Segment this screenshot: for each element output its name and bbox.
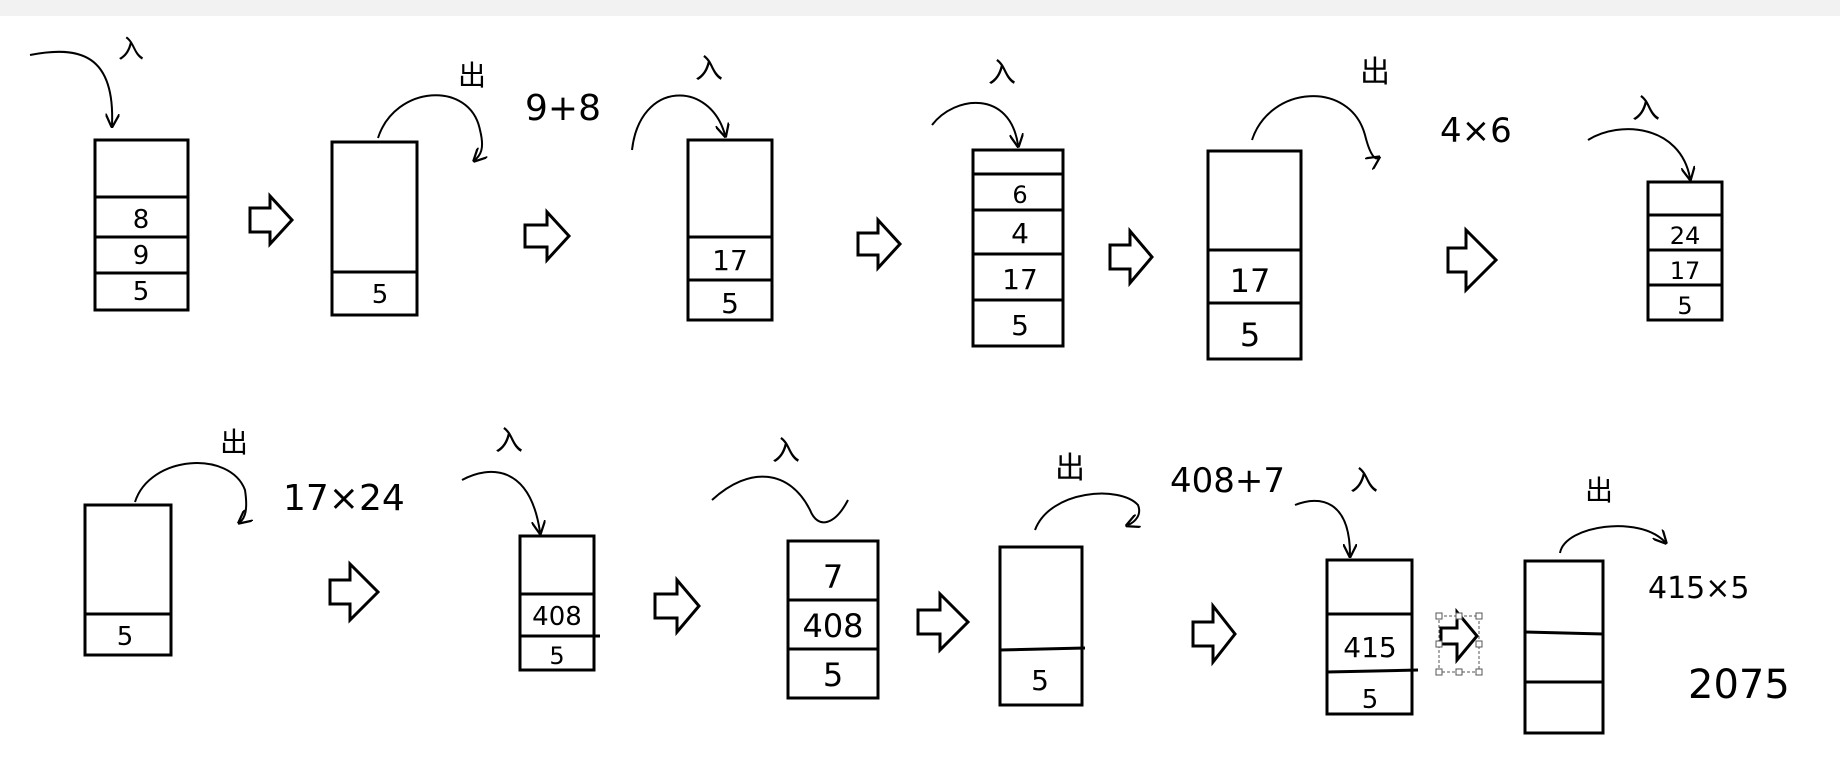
op-label: 入 [695, 52, 723, 85]
cell: 5 [1362, 685, 1379, 715]
stack-r1-4: 6 4 17 5 入 [931, 56, 1065, 348]
cell: 5 [117, 622, 134, 652]
op-note: 17×24 [283, 478, 405, 519]
op-label: 入 [988, 56, 1016, 89]
stack-r1-3: 17 5 入 [631, 52, 774, 322]
stack-r1-5: 17 5 出 4×6 [1206, 55, 1512, 361]
step-arrow [328, 560, 381, 624]
stack-r1-1: 8 9 5 入 [29, 35, 190, 312]
op-label: 入 [495, 424, 523, 457]
stack-r2-5: 415 5 入 [1294, 464, 1419, 716]
op-label: 入 [772, 434, 800, 467]
cell: 24 [1670, 222, 1701, 250]
top-bar [0, 0, 1840, 16]
cell: 5 [549, 642, 564, 670]
stack-r2-6: 出 415×5 2075 [1523, 474, 1790, 735]
cell: 4 [1011, 217, 1029, 250]
cell: 408 [802, 607, 863, 645]
stack-r2-3: 7 408 5 入 [711, 434, 880, 700]
op-label: 入 [1632, 92, 1660, 125]
op-label: 出 [1360, 55, 1390, 90]
cell: 9 [133, 241, 150, 271]
cell: 5 [1240, 316, 1260, 354]
op-note: 9+8 [525, 88, 601, 129]
cell: 5 [1031, 664, 1049, 697]
step-arrow [916, 590, 971, 654]
cell: 5 [1677, 292, 1692, 320]
step-arrow [1446, 226, 1499, 294]
step-arrow [856, 216, 903, 272]
op-label: 入 [1350, 464, 1378, 497]
cell: 7 [823, 558, 843, 596]
step-arrow [523, 208, 572, 264]
op-label: 出 [220, 426, 248, 459]
op-label: 出 [458, 59, 486, 92]
step-arrow [653, 575, 701, 637]
cell: 415 [1343, 631, 1396, 664]
op-label: 出 [1585, 474, 1613, 507]
cell: 5 [721, 287, 739, 320]
op-note: 4×6 [1440, 111, 1512, 151]
stack-r2-1: 5 出 17×24 [83, 426, 405, 657]
step-arrow [1108, 226, 1154, 288]
cell: 17 [712, 244, 748, 277]
cell: 408 [532, 602, 582, 632]
cell: 5 [372, 280, 389, 310]
step-arrow [1191, 601, 1237, 667]
op-label: 出 [1055, 451, 1085, 486]
cell: 17 [1230, 262, 1271, 300]
stack-r1-6: 24 17 5 入 [1587, 92, 1724, 322]
op-note: 415×5 [1648, 571, 1749, 606]
cell: 5 [133, 277, 150, 307]
step-arrow [248, 192, 295, 248]
op-label: 入 [118, 35, 144, 65]
final-result: 2075 [1688, 662, 1790, 708]
stack-r2-2: 408 5 入 [461, 424, 600, 672]
stack-r1-2: 5 出 9+8 [330, 59, 601, 317]
cell: 17 [1002, 263, 1038, 296]
cell: 5 [1011, 309, 1029, 342]
op-note: 408+7 [1170, 461, 1285, 501]
stack-r2-4: 5 出 408+7 [998, 451, 1285, 707]
cell: 17 [1670, 257, 1701, 285]
selected-arrow[interactable] [1435, 607, 1483, 676]
cell: 6 [1012, 181, 1027, 209]
cell: 5 [823, 656, 843, 694]
cell: 8 [133, 205, 150, 235]
